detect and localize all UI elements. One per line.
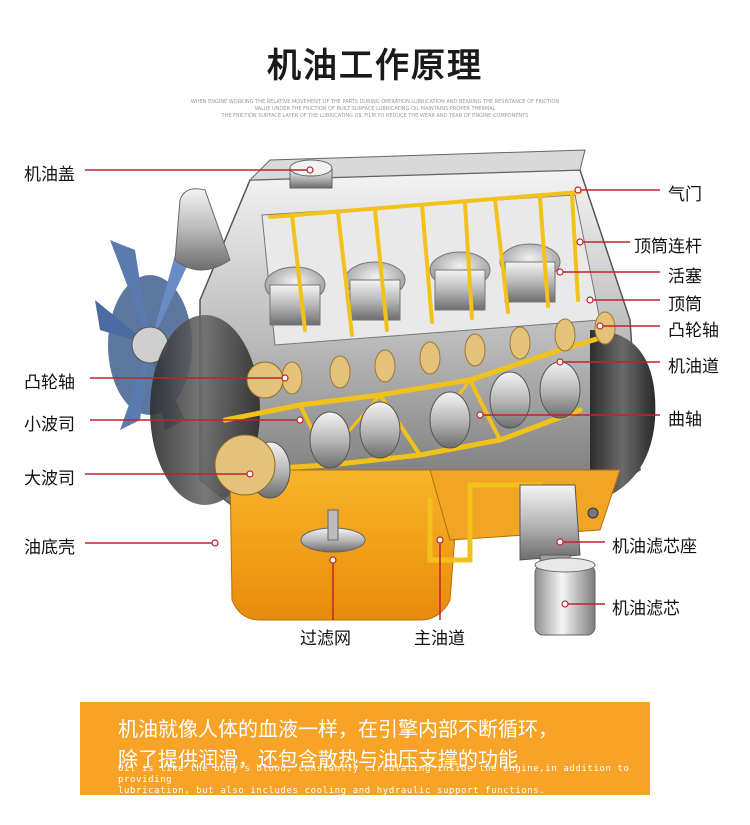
- banner-en-line-1: Oil is like the body's blood, constantly…: [118, 764, 630, 785]
- label-main-passage: 主油道: [414, 629, 465, 649]
- strainer-shape: [300, 509, 366, 553]
- fine-print-line-1: WHEN ENGINE WORKING THE RELATIVE MOVEMEN…: [190, 99, 560, 105]
- label-oil-pan: 油底壳: [24, 538, 75, 558]
- page-title: 机油工作原理: [267, 46, 483, 86]
- label-strainer: 过滤网: [300, 629, 351, 649]
- label-large-gear: 大波司: [24, 469, 75, 489]
- label-piston: 活塞: [668, 267, 702, 287]
- label-oil-passage: 机油道: [668, 357, 719, 377]
- label-oil-cap: 机油盖: [24, 165, 75, 185]
- banner-chinese-text: 机油就像人体的血液一样，在引擎内部不断循环， 除了提供润滑，还包含散热与油压支撑…: [118, 714, 558, 774]
- label-small-gear: 小波司: [24, 415, 75, 435]
- small-gear-shape: [246, 361, 284, 399]
- leader-lines: [85, 169, 660, 620]
- info-banner: 机油就像人体的血液一样，在引擎内部不断循环， 除了提供润滑，还包含散热与油压支撑…: [80, 702, 650, 797]
- label-filter-seat: 机油滤芯座: [612, 537, 697, 557]
- label-oil-filter: 机油滤芯: [612, 599, 680, 619]
- label-camshaft-right: 凸轮轴: [668, 321, 719, 341]
- banner-line-2: 除了提供润滑，还包含散热与油压支撑的功能: [118, 747, 518, 771]
- label-tappet: 顶筒: [668, 295, 702, 315]
- label-tappet-rod: 顶筒连杆: [634, 237, 702, 257]
- oil-cap: [289, 159, 333, 189]
- camshaft: [281, 311, 616, 395]
- fine-print-line-2: VALUE UNDER THE FRICTION OF BUILT SURFAC…: [254, 106, 496, 112]
- leader-dots: [211, 166, 604, 608]
- banner-en-line-2: lubrication, but also includes cooling a…: [118, 786, 546, 796]
- label-crankshaft: 曲轴: [668, 410, 702, 430]
- fine-print-line-3: THE FRICTION SURFACE LAYER OF THE LUBRIC…: [221, 113, 529, 119]
- banner-english-text: Oil is like the body's blood, constantly…: [118, 764, 650, 797]
- label-camshaft-left: 凸轮轴: [24, 373, 75, 393]
- label-valve: 气门: [668, 185, 702, 205]
- cylinders: [264, 243, 561, 326]
- banner-line-1: 机油就像人体的血液一样，在引擎内部不断循环，: [118, 717, 558, 741]
- large-gear-shape: [214, 434, 276, 496]
